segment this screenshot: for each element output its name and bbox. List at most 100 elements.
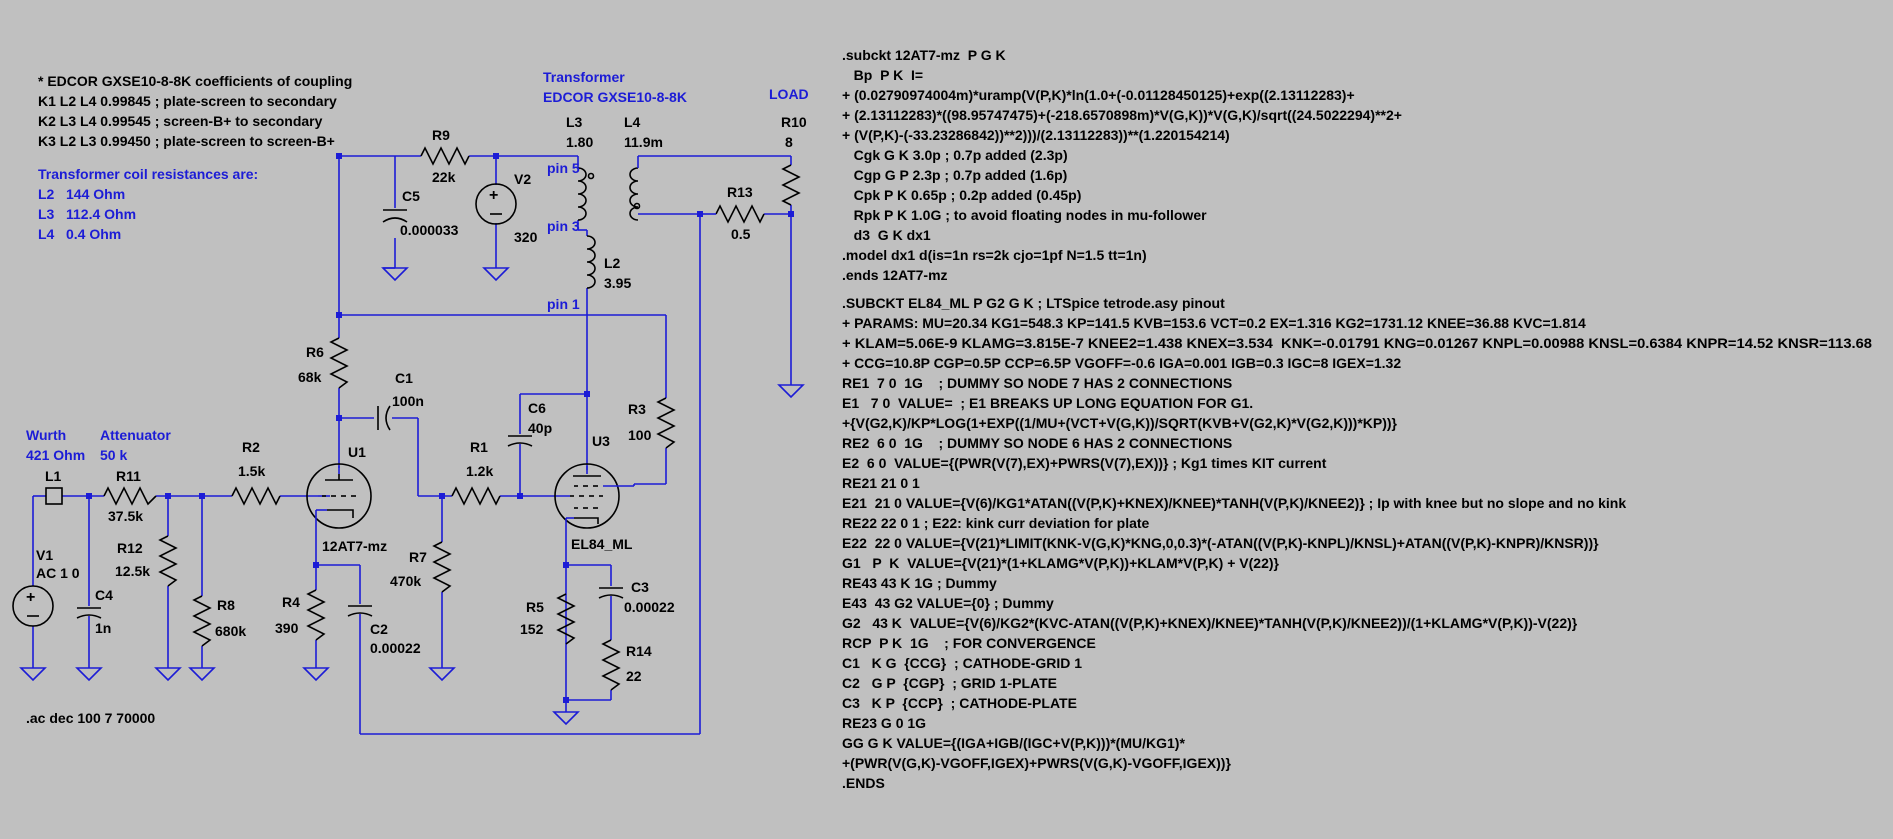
u1-name: U1	[348, 444, 366, 460]
ground-symbol	[154, 667, 182, 682]
svg-text:+: +	[489, 187, 498, 204]
resistor-r8[interactable]: R8 680k	[192, 595, 246, 647]
capacitor-c5[interactable]: C5 0.000033	[382, 188, 459, 238]
spice-line: Cgk G K 3.0p ; 0.7p added (2.3p)	[842, 147, 1068, 163]
resistor-r10[interactable]: R10 8	[781, 114, 807, 206]
l4-name: L4	[624, 114, 641, 130]
junction-dot	[86, 493, 92, 499]
v1-name: V1	[36, 547, 53, 563]
transformer-model-label: EDCOR GXSE10-8-8K	[543, 89, 687, 105]
inductor-l2[interactable]: L2 3.95	[586, 235, 631, 291]
resistor-r9[interactable]: R9 22k	[420, 127, 470, 185]
resistor-r6[interactable]: R6 68k	[298, 337, 349, 389]
subckt-12at7-block[interactable]: .subckt 12AT7-mz P G K Bp P K I= + (0.02…	[842, 47, 1402, 283]
grounds	[19, 267, 805, 726]
spice-line: + KLAM=5.06E-9 KLAMG=3.815E-7 KNEE2=1.43…	[842, 335, 1872, 351]
coil-line-1: L2 144 Ohm	[38, 186, 125, 202]
spice-line: Bp P K I=	[842, 67, 923, 83]
r3-name: R3	[628, 401, 646, 417]
resistor-r7[interactable]: R7 470k	[390, 541, 452, 593]
voltage-source-v1[interactable]: + V1 AC 1 0	[12, 547, 80, 627]
r9-name: R9	[432, 127, 450, 143]
inductor-l3[interactable]: L3 1.80	[566, 114, 595, 221]
wurth-label: Wurth	[26, 427, 66, 443]
r3-value: 100	[628, 427, 652, 443]
resistor-r12[interactable]: R12 12.5k	[115, 535, 178, 587]
voltage-source-v2[interactable]: + V2 320	[475, 171, 538, 245]
tube-u1[interactable]: U1 12AT7-mz	[306, 444, 387, 554]
spice-line: .ends 12AT7-mz	[842, 267, 948, 283]
ground-symbol	[482, 267, 510, 282]
u3-name: U3	[592, 433, 610, 449]
spice-line: +{V(G2,K)/KP*LOG(1+EXP((1/MU+(VCT+V(G,K)…	[842, 415, 1398, 431]
coil-line-2: L3 112.4 Ohm	[38, 206, 136, 222]
junction-dot	[336, 153, 342, 159]
spice-line: RE2 6 0 1G ; DUMMY SO NODE 6 HAS 2 CONNE…	[842, 435, 1232, 451]
spice-line: G1 P K VALUE={V(21)*(1+KLAMG*V(P,K))+KLA…	[842, 555, 1280, 571]
ac-directive[interactable]: .ac dec 100 7 70000	[26, 710, 155, 726]
l2-name: L2	[604, 255, 621, 271]
coil-line-3: L4 0.4 Ohm	[38, 226, 121, 242]
coupling-line-2: K2 L3 L4 0.99545 ; screen-B+ to secondar…	[38, 113, 323, 129]
spice-line: E21 21 0 VALUE={V(6)/KG1*ATAN((V(P,K)+KN…	[842, 495, 1626, 511]
junction-dot	[563, 562, 569, 568]
r1-value: 1.2k	[466, 463, 493, 479]
resistor-r14[interactable]: R14 22	[601, 639, 652, 691]
resistor-r2[interactable]: R2 1.5k	[231, 439, 281, 506]
c6-name: C6	[528, 400, 546, 416]
capacitor-c4[interactable]: C4 1n	[76, 587, 113, 636]
wires	[32, 155, 792, 735]
junction-dot	[439, 493, 445, 499]
spice-line: + (2.13112283)*((98.95747475)+(-218.6570…	[842, 107, 1402, 123]
resistor-r4[interactable]: R4 390	[275, 589, 326, 641]
spice-line: Cpk P K 0.65p ; 0.2p added (0.45p)	[842, 187, 1081, 203]
capacitor-c1[interactable]: C1 100n	[377, 370, 424, 431]
coupling-line-0: * EDCOR GXSE10-8-8K coefficients of coup…	[38, 73, 352, 89]
attenuator-value-label: 50 k	[100, 447, 127, 463]
subckt-el84-block[interactable]: .SUBCKT EL84_ML P G2 G K ; LTSpice tetro…	[842, 295, 1872, 791]
spice-line: G2 43 K VALUE={V(6)/KG2*(KVC-ATAN((V(P,K…	[842, 615, 1578, 631]
junction-dot	[336, 415, 342, 421]
capacitor-c3[interactable]: C3 0.00022	[598, 579, 675, 615]
junction-dot	[563, 697, 569, 703]
c4-value: 1n	[95, 620, 111, 636]
junction-dot	[788, 211, 794, 217]
c3-name: C3	[631, 579, 649, 595]
r7-value: 470k	[390, 573, 421, 589]
spice-line: C3 K P {CCP} ; CATHODE-PLATE	[842, 695, 1077, 711]
load-label: LOAD	[769, 86, 809, 102]
resistor-r1[interactable]: R1 1.2k	[451, 439, 501, 506]
capacitor-c2[interactable]: C2 0.00022	[347, 605, 421, 656]
inductor-l1[interactable]: L1	[45, 468, 63, 505]
r1-name: R1	[470, 439, 488, 455]
v2-value: 320	[514, 229, 538, 245]
tube-u3[interactable]: U3 EL84_ML	[554, 433, 635, 552]
c1-name: C1	[395, 370, 413, 386]
resistor-r13[interactable]: R13 0.5	[700, 184, 765, 242]
inductor-l4[interactable]: L4 11.9m	[624, 114, 663, 221]
r10-value: 8	[785, 134, 793, 150]
c5-name: C5	[402, 188, 420, 204]
r5-name: R5	[526, 599, 544, 615]
spice-line: + CCG=10.8P CGP=0.5P CCP=6.5P VGOFF=-0.6…	[842, 355, 1401, 371]
coupling-notes: * EDCOR GXSE10-8-8K coefficients of coup…	[38, 73, 352, 149]
capacitor-c6[interactable]: C6 40p	[507, 400, 552, 447]
r6-value: 68k	[298, 369, 322, 385]
coil-line-0: Transformer coil resistances are:	[38, 166, 258, 182]
r11-value: 37.5k	[108, 508, 143, 524]
ground-symbol	[75, 667, 103, 682]
c4-name: C4	[95, 587, 113, 603]
c3-value: 0.00022	[624, 599, 675, 615]
l1-name: L1	[45, 468, 62, 484]
resistor-r3[interactable]: R3 100	[628, 397, 676, 449]
v1-value: AC 1 0	[36, 565, 80, 581]
spice-line: d3 G K dx1	[842, 227, 931, 243]
resistor-r11[interactable]: R11 37.5k	[103, 468, 157, 524]
resistor-r5[interactable]: R5 152	[520, 593, 576, 645]
spice-line: .subckt 12AT7-mz P G K	[842, 47, 1006, 63]
c2-name: C2	[370, 621, 388, 637]
c2-value: 0.00022	[370, 640, 421, 656]
r14-value: 22	[626, 668, 642, 684]
junction-dot	[199, 493, 205, 499]
